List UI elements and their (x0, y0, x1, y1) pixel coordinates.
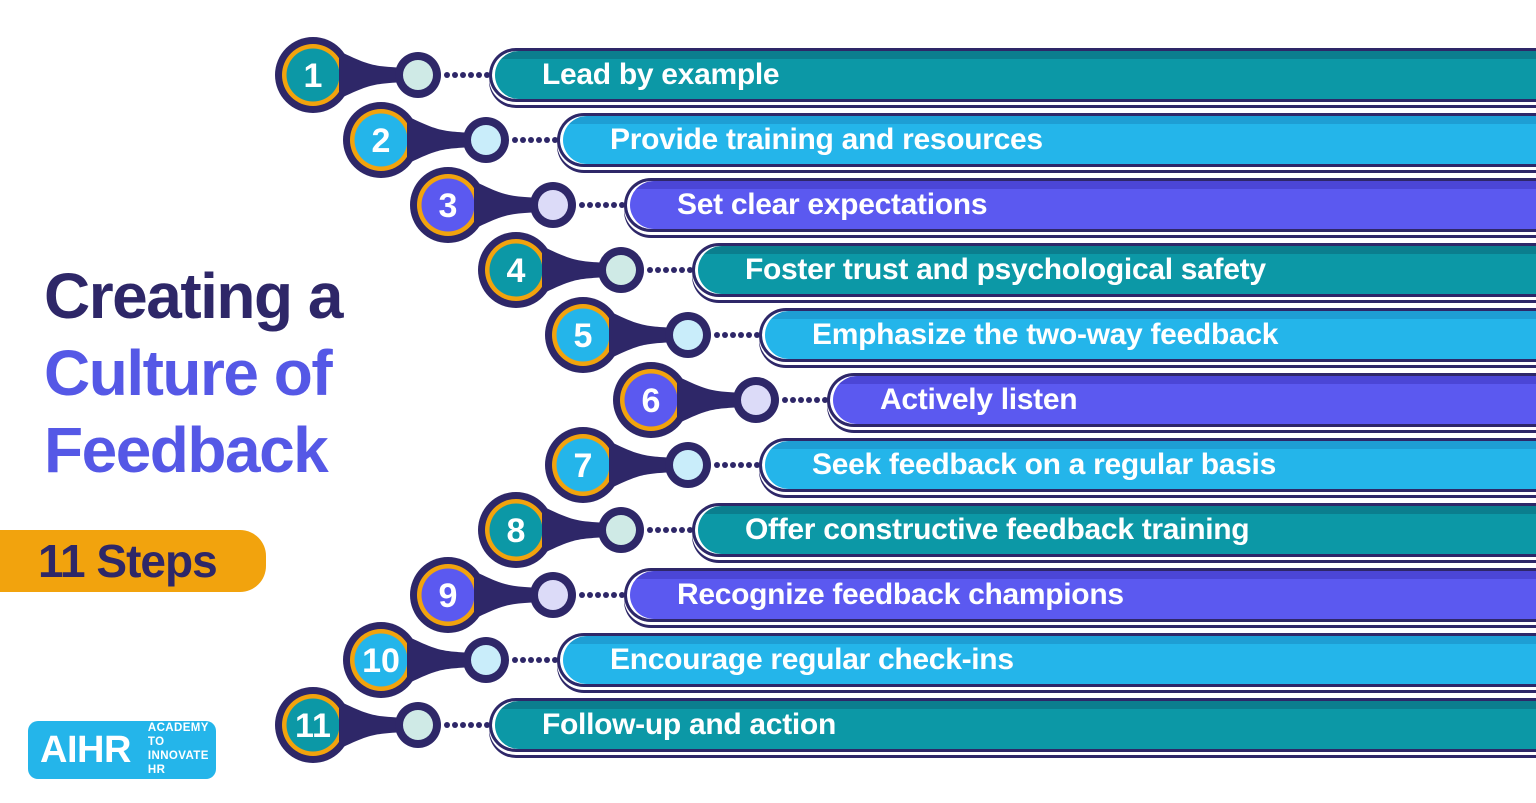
step-4-marker: 4 (478, 232, 693, 308)
step-row-6: 6 Actively listen (0, 358, 1536, 442)
step-bar: Emphasize the two-way feedback (759, 308, 1536, 362)
step-3-marker: 3 (410, 167, 625, 243)
step-number: 4 (507, 252, 526, 290)
step-bar: Offer constructive feedback training (692, 503, 1536, 557)
page-title: Creating a Culture of Feedback (44, 258, 343, 489)
tagline-line-2: INNOVATE HR (147, 750, 209, 776)
step-2-marker: 2 (343, 102, 558, 178)
step-row-1: 1 Lead by example (0, 33, 1536, 117)
step-number: 3 (439, 187, 458, 225)
step-label: Follow-up and action (542, 708, 836, 741)
step-row-5: 5 Emphasize the two-way feedback (0, 293, 1536, 377)
step-number: 10 (362, 642, 400, 680)
step-label: Lead by example (542, 58, 780, 91)
step-row-3: 3 Set clear expectations (0, 163, 1536, 247)
step-row-4: 4 Foster trust and psychological safety (0, 228, 1536, 312)
step-bar: Seek feedback on a regular basis (759, 438, 1536, 492)
step-number: 7 (574, 447, 593, 485)
step-row-11: 11 Follow-up and action (0, 683, 1536, 767)
title-line-2: Culture of (44, 337, 333, 409)
steps-count-badge: 11 Steps (0, 530, 266, 592)
step-label: Seek feedback on a regular basis (812, 448, 1276, 481)
step-bar: Set clear expectations (624, 178, 1536, 232)
aihr-logo-tagline: ACADEMY TO INNOVATE HR (148, 722, 209, 777)
aihr-logo: AIHR ACADEMY TO INNOVATE HR (28, 721, 216, 779)
dotted-connector (647, 267, 693, 273)
step-label: Emphasize the two-way feedback (812, 318, 1279, 351)
title-line-3: Feedback (44, 414, 329, 486)
step-bar: Actively listen (827, 373, 1536, 427)
step-row-8: 8 Offer constructive feedback training (0, 488, 1536, 572)
dotted-connector (782, 397, 828, 403)
step-1-marker: 1 (275, 37, 490, 113)
step-number: 2 (372, 122, 391, 160)
step-bar: Provide training and resources (557, 113, 1536, 167)
title-line-1: Creating a (44, 260, 343, 332)
step-bar: Follow-up and action (489, 698, 1536, 752)
step-number: 8 (507, 512, 526, 550)
step-number: 6 (642, 382, 661, 420)
step-label: Recognize feedback champions (677, 578, 1124, 611)
steps-count-label: 11 Steps (38, 535, 218, 587)
step-bar: Recognize feedback champions (624, 568, 1536, 622)
step-11-marker: 11 (275, 687, 490, 763)
step-label: Foster trust and psychological safety (745, 253, 1266, 286)
step-8-marker: 8 (478, 492, 693, 568)
step-7-marker: 7 (545, 427, 760, 503)
dotted-connector (579, 592, 625, 598)
step-9-marker: 9 (410, 557, 625, 633)
step-6-marker: 6 (613, 362, 828, 438)
dotted-connector (647, 527, 693, 533)
step-row-2: 2 Provide training and resources (0, 98, 1536, 182)
step-row-10: 10 Encourage regular check-ins (0, 618, 1536, 702)
dotted-connector (714, 462, 760, 468)
aihr-logo-wordmark: AIHR (40, 728, 131, 771)
step-row-9: 9 Recognize feedback champions (0, 553, 1536, 637)
dotted-connector (512, 137, 558, 143)
step-bar: Lead by example (489, 48, 1536, 102)
step-number: 1 (304, 57, 323, 95)
step-bar: Encourage regular check-ins (557, 633, 1536, 687)
step-number: 11 (295, 707, 331, 745)
step-label: Actively listen (880, 383, 1078, 416)
step-number: 5 (574, 317, 593, 355)
step-label: Set clear expectations (677, 188, 988, 221)
step-label: Offer constructive feedback training (745, 513, 1250, 546)
dotted-connector (444, 722, 490, 728)
tagline-line-1: ACADEMY TO (147, 722, 209, 749)
step-10-marker: 10 (343, 622, 558, 698)
dotted-connector (714, 332, 760, 338)
step-row-7: 7 Seek feedback on a regular basis (0, 423, 1536, 507)
step-label: Encourage regular check-ins (610, 643, 1014, 676)
dotted-connector (444, 72, 490, 78)
step-5-marker: 5 (545, 297, 760, 373)
step-label: Provide training and resources (610, 123, 1043, 156)
dotted-connector (579, 202, 625, 208)
dotted-connector (512, 657, 558, 663)
step-bar: Foster trust and psychological safety (692, 243, 1536, 297)
step-number: 9 (439, 577, 458, 615)
